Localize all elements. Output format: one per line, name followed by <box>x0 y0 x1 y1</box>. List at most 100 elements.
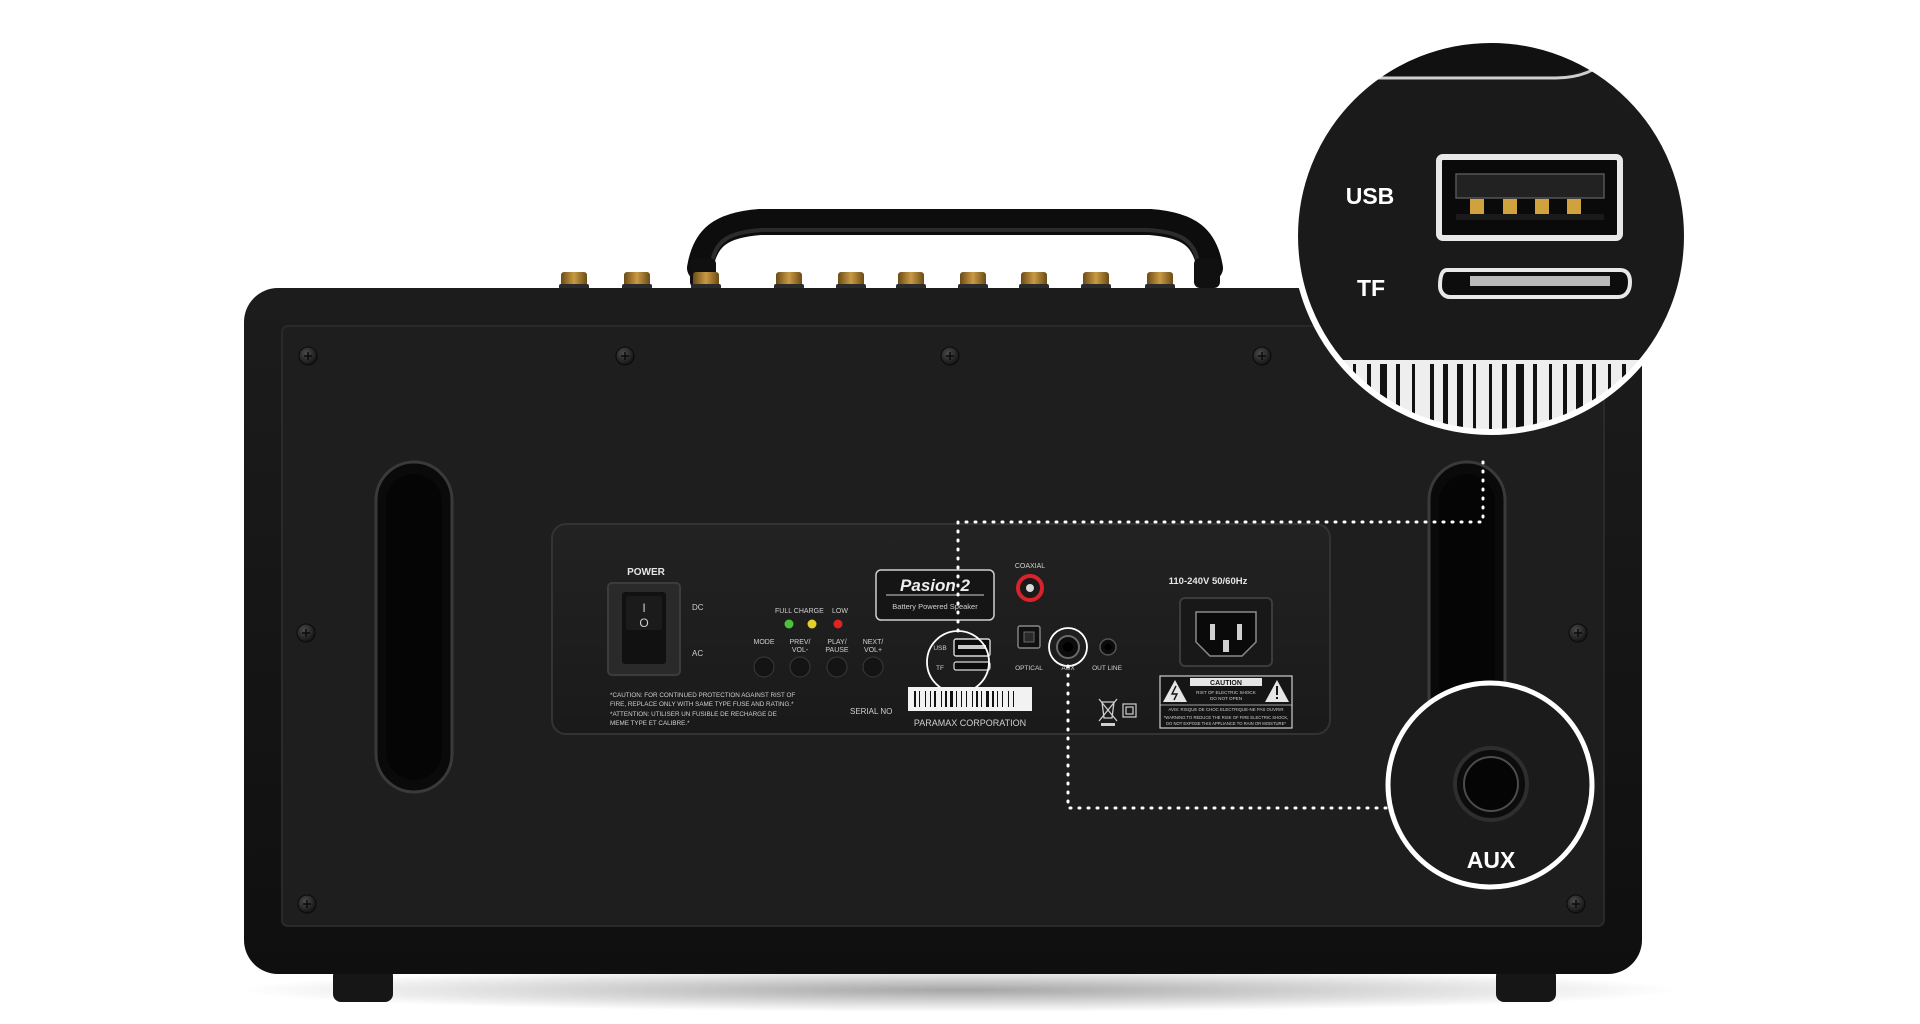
warning-line-5: DO NOT EXPOSE THIS APPLIANCE TO RAIN OR … <box>1166 721 1286 726</box>
screw <box>940 346 960 366</box>
next-vol-up-button[interactable] <box>862 656 884 678</box>
top-knob <box>836 272 866 290</box>
zoom-usb-label: USB <box>1346 183 1395 209</box>
barcode-bar <box>1412 364 1415 432</box>
coaxial-label: COAXIAL <box>1015 563 1045 570</box>
exclamation-warning-icon-right <box>1265 680 1289 702</box>
low-label: LOW <box>832 608 848 615</box>
barcode-bar <box>1008 691 1009 707</box>
top-knob <box>896 272 926 290</box>
control-plate <box>551 523 1331 735</box>
aux-label-small: AUX <box>1061 665 1075 672</box>
next-label-1: NEXT/ <box>863 639 884 646</box>
top-knob <box>1081 272 1111 290</box>
ac-power-inlet[interactable] <box>1179 597 1273 667</box>
optical-label: OPTICAL <box>1015 665 1043 672</box>
floor-shadow <box>240 968 1680 1012</box>
right-foot <box>1496 968 1556 1002</box>
barcode-bar <box>1473 364 1476 432</box>
aux-callout-line <box>1066 664 1390 810</box>
barcode-bar <box>1443 364 1448 432</box>
top-knob <box>1019 272 1049 290</box>
barcode-bar <box>950 691 953 707</box>
prev-label-2: VOL- <box>792 647 809 654</box>
barcode-bar <box>1396 364 1400 432</box>
barcode-bar <box>1502 364 1507 432</box>
mode-button[interactable] <box>753 656 775 678</box>
screw <box>1252 346 1272 366</box>
barcode-bar <box>986 691 989 707</box>
aux-jack[interactable] <box>1056 635 1080 659</box>
power-switch[interactable] <box>607 582 681 676</box>
carry-handle[interactable] <box>687 209 1223 288</box>
barcode-bar <box>1457 364 1463 432</box>
barcode-bar <box>1002 691 1003 707</box>
zoom-usb-port <box>1436 154 1623 241</box>
barcode-bar <box>976 691 978 707</box>
play-label-1: PLAY/ <box>827 639 846 646</box>
zoom-tf-label: TF <box>1357 275 1385 301</box>
led-red <box>833 619 843 629</box>
barcode-bar <box>1549 364 1552 432</box>
barcode-bar <box>1516 364 1524 432</box>
barcode-bar <box>992 691 994 707</box>
screw <box>615 346 635 366</box>
prev-vol-down-button[interactable] <box>789 656 811 678</box>
serial-label: SERIAL NO <box>850 707 892 716</box>
caution-line-3: *ATTENTION: UTILISER UN FUSIBLE DE RECHA… <box>610 711 777 718</box>
out-line-label: OUT LINE <box>1092 665 1123 672</box>
top-knob <box>622 272 652 290</box>
brand-badge <box>875 569 995 621</box>
screw <box>1566 894 1586 914</box>
caution-line-2: FIRE, REPLACE ONLY WITH SAME TYPE FUSE A… <box>610 701 794 708</box>
double-insulation-icon <box>1122 703 1137 718</box>
prev-label-1: PREV/ <box>789 639 810 646</box>
tf-card-slot[interactable] <box>953 661 991 671</box>
barcode-bar <box>1430 364 1434 432</box>
next-label-2: VOL+ <box>864 647 882 654</box>
screw <box>298 346 318 366</box>
barcode-bar <box>1592 364 1596 432</box>
top-knob <box>559 272 589 290</box>
serial-sticker <box>908 687 1032 711</box>
caution-line-4: MEME TYPE ET CALIBRE.* <box>610 720 690 727</box>
usb-callout-line <box>956 456 1485 633</box>
usb-label-small: USB <box>933 645 946 652</box>
switch-on-mark: I <box>642 601 645 615</box>
ac-label: AC <box>692 649 703 658</box>
optical-port-shutter <box>1023 631 1035 643</box>
screw <box>297 894 317 914</box>
warning-line-2: DO NOT OPEN <box>1210 696 1242 701</box>
barcode-bar <box>966 691 967 707</box>
weee-bin-icon <box>1098 698 1118 726</box>
zoom-tf-slot <box>1437 268 1633 299</box>
barcode-bar <box>1489 364 1492 432</box>
barcode-bar <box>1533 364 1537 432</box>
top-knob <box>774 272 804 290</box>
tf-label-small: TF <box>936 665 944 672</box>
coaxial-jack[interactable] <box>1016 574 1044 602</box>
play-label-2: PAUSE <box>825 647 849 654</box>
top-knob <box>691 272 721 290</box>
warning-line-4: *WARNING:TO REDUCE THE RISK OF FIRE ELEC… <box>1164 715 1289 720</box>
barcode-bar <box>961 691 962 707</box>
barcode-bar <box>914 691 916 707</box>
barcode-bar <box>930 691 931 707</box>
brand-model: Pasion 2 <box>900 576 970 595</box>
led-yellow <box>807 619 817 629</box>
out-line-jack[interactable] <box>1099 638 1117 656</box>
top-knob <box>958 272 988 290</box>
top-control-knobs <box>559 272 1175 290</box>
barcode-bar <box>972 691 973 707</box>
mains-rating: 110-240V 50/60Hz <box>1169 576 1248 587</box>
brand-tagline: Battery Powered Speaker <box>892 602 978 611</box>
maker-label: PARAMAX CORPORATION <box>914 718 1026 728</box>
warning-title: CAUTION <box>1210 680 1242 687</box>
shock-warning-icon-left <box>1163 680 1187 702</box>
play-pause-button[interactable] <box>826 656 848 678</box>
barcode-bar <box>956 691 957 707</box>
barcode-bar <box>941 691 942 707</box>
led-green <box>784 619 794 629</box>
usb-port-contacts <box>958 645 986 649</box>
